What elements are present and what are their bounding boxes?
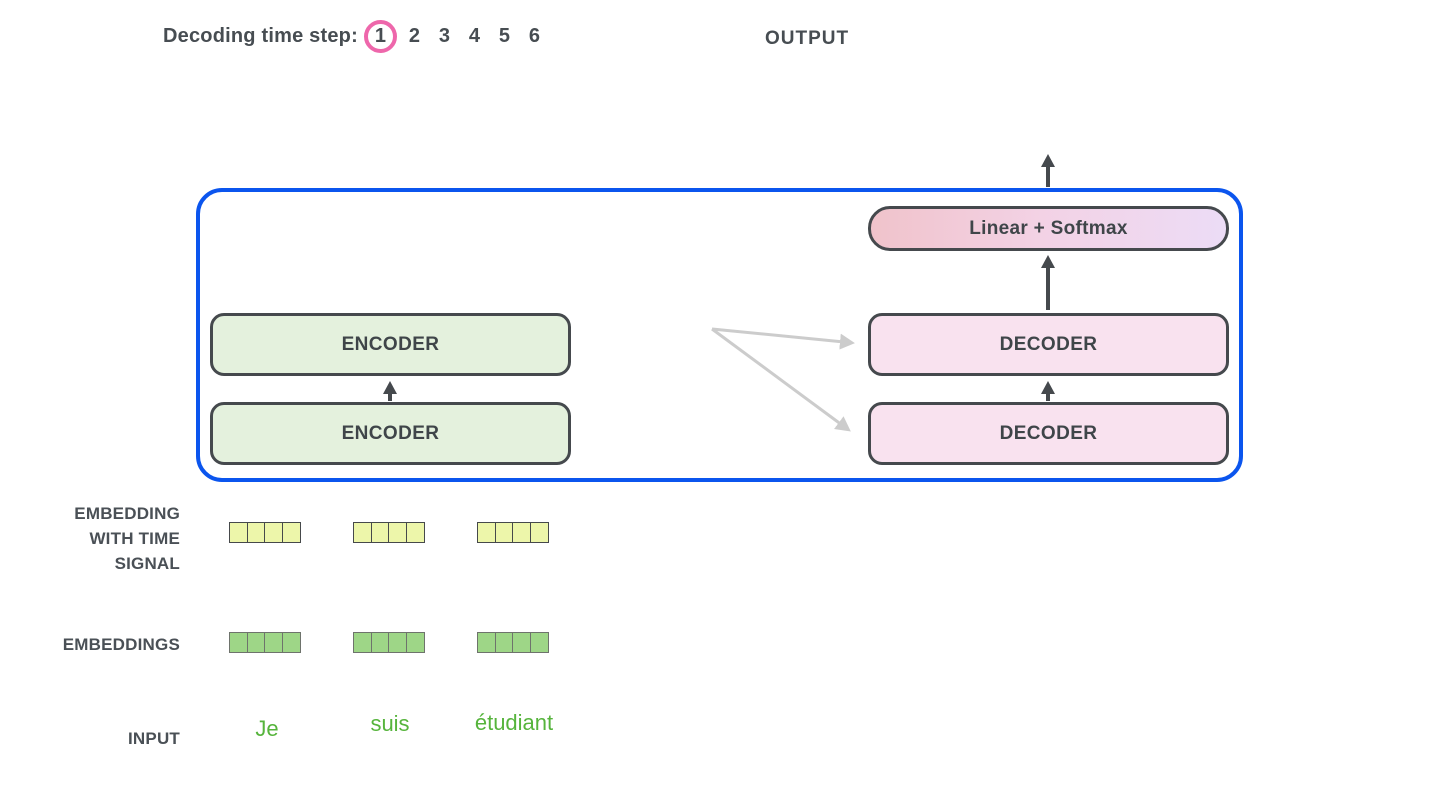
- embedding-cell: [529, 522, 549, 543]
- decoder-block-top: DECODER: [868, 313, 1229, 376]
- embedding-cell: [494, 632, 514, 653]
- embedding-cell: [229, 522, 248, 543]
- input-token-je: Je: [255, 716, 279, 741]
- embedding-cell: [246, 632, 266, 653]
- decoder-block-bottom: DECODER: [868, 402, 1229, 465]
- embedding-cell: [353, 522, 372, 543]
- embedding-cell: [264, 632, 283, 653]
- embedding-token-2: [353, 632, 425, 653]
- embedding-cell: [229, 632, 248, 653]
- embedding-cell: [353, 632, 372, 653]
- embeddings-label: EMBEDDINGS: [62, 635, 180, 654]
- time-signal-embedding-token-1: [229, 522, 301, 543]
- embedding-cell: [388, 632, 407, 653]
- embedding-cell: [512, 632, 531, 653]
- step-3[interactable]: 3: [438, 24, 450, 47]
- time-signal-embedding-token-3: [477, 522, 549, 543]
- input-label: INPUT: [128, 729, 180, 748]
- encoder-block-top: ENCODER: [210, 313, 571, 376]
- decoding-step-selector: Decoding time step: 1 2 3 4 5 6: [163, 16, 558, 56]
- embedding-token-3: [477, 632, 549, 653]
- embedding-cell: [388, 522, 407, 543]
- embedding-token-1: [229, 632, 301, 653]
- input-token-etudiant: étudiant: [474, 710, 554, 735]
- embedding-cell: [281, 632, 301, 653]
- encoder-block-bottom: ENCODER: [210, 402, 571, 465]
- transformer-container-outline: [196, 188, 1243, 482]
- embedding-with-time-signal-label: EMBEDDING WITH TIME SIGNAL: [74, 504, 180, 573]
- input-token-suis: suis: [370, 711, 410, 736]
- time-signal-embedding-token-2: [353, 522, 425, 543]
- step-2[interactable]: 2: [408, 24, 420, 47]
- embedding-cell: [370, 632, 390, 653]
- output-label: OUTPUT: [765, 28, 850, 49]
- embedding-cell: [512, 522, 531, 543]
- embedding-cell: [529, 632, 549, 653]
- step-4[interactable]: 4: [468, 24, 480, 47]
- step-6[interactable]: 6: [528, 24, 540, 47]
- linear-softmax-block: Linear + Softmax: [868, 206, 1229, 251]
- embedding-cell: [494, 522, 514, 543]
- step-1-active-ring[interactable]: 1: [363, 19, 397, 53]
- step-1[interactable]: 1: [374, 24, 386, 47]
- embedding-cell: [281, 522, 301, 543]
- decoding-time-step-label: Decoding time step:: [163, 24, 358, 47]
- embedding-cell: [405, 522, 425, 543]
- embedding-cell: [370, 522, 390, 543]
- embedding-cell: [405, 632, 425, 653]
- embedding-cell: [246, 522, 266, 543]
- embedding-cell: [264, 522, 283, 543]
- embedding-cell: [477, 632, 496, 653]
- step-5[interactable]: 5: [498, 24, 510, 47]
- embedding-cell: [477, 522, 496, 543]
